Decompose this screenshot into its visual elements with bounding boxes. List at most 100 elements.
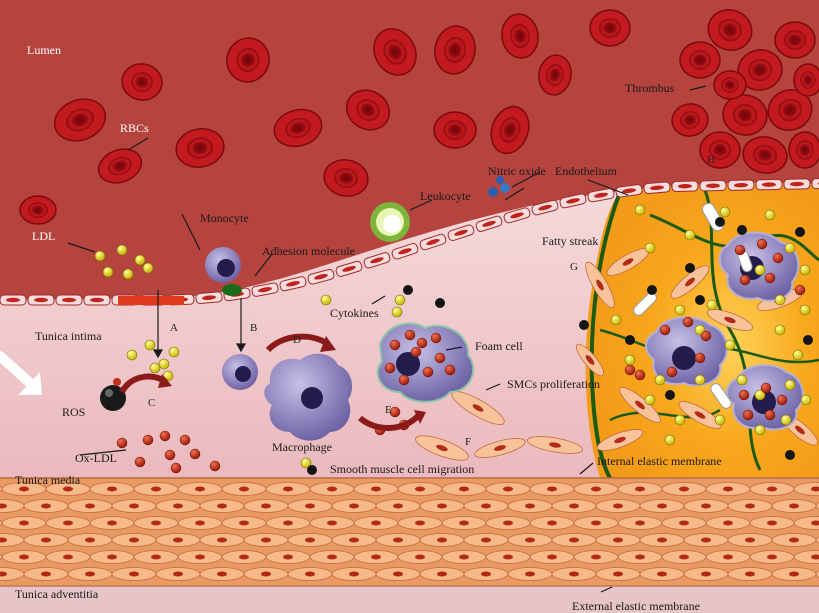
media-smc-nucleus [195,486,205,492]
ldl-particle [654,374,666,386]
smooth-muscle-cells-migrating [415,248,818,461]
endothelial-cell [419,233,447,251]
oxldl-particle [416,337,428,349]
media-smc-nucleus [723,554,733,560]
media-smc-nucleus [811,486,819,492]
label-cytokines: Cytokines [330,306,379,320]
smooth-muscle-cell [415,435,469,461]
oxldl-particle [659,324,671,336]
endothelial-cell [55,294,83,306]
media-smc-nucleus [173,537,183,543]
media-smc-nucleus [327,520,337,526]
media-smc-nucleus [239,486,249,492]
oxldl-particle [142,434,154,446]
media-smc-nucleus [371,554,381,560]
media-smc-nucleus [745,503,755,509]
endothelial-cell [811,177,819,190]
media-smc-nucleus [261,537,271,543]
endothelial-cell [363,252,391,269]
media-smc-nucleus [305,571,315,577]
red-blood-cell [373,28,417,76]
media-smc-nucleus [129,571,139,577]
media-smc-nucleus [525,503,535,509]
media-smc-nucleus [261,503,271,509]
smooth-muscle-cell [575,343,605,377]
ldl-particle [134,254,146,266]
red-blood-cell [226,37,270,83]
oxldl-particle [384,362,396,374]
media-smc-nucleus [305,537,315,543]
endothelial-cell [755,178,783,191]
ldl-particle [624,354,636,366]
oxldl-particle [794,284,806,296]
step-h: H [707,154,715,166]
ldl-particle [754,264,766,276]
ldl-particle [144,339,156,351]
ldl-particle [644,242,656,254]
media-smc [815,536,819,544]
smooth-muscle-cell [474,438,526,458]
label-smcs-proliferation: SMCs proliferation [507,377,600,391]
media-smc-nucleus [745,571,755,577]
media-smc-nucleus [19,486,29,492]
media-smc [793,516,819,530]
media-smc-nucleus [0,537,7,543]
red-blood-cell [679,41,721,79]
red-blood-cell [121,63,163,101]
media-smc-nucleus [393,537,403,543]
endothelial-cell [279,276,307,292]
activated-endothelium [118,296,184,305]
ldl-particle [724,339,736,351]
oxldl-particle [700,330,712,342]
step-b: B [250,322,258,334]
ldl-particle [122,268,134,280]
media-smc-nucleus [41,503,51,509]
media-smc-nucleus [591,486,601,492]
ldl-particle [754,389,766,401]
media-smc-nucleus [701,571,711,577]
endothelial-cell [335,260,363,277]
media-smc-nucleus [107,486,117,492]
media-smc-nucleus [679,520,689,526]
media-smc-nucleus [85,503,95,509]
ldl-particle [694,374,706,386]
media-smc-nucleus [19,554,29,560]
media-smc-nucleus [173,571,183,577]
media-smc-nucleus [239,520,249,526]
media-smc-nucleus [415,486,425,492]
ldl-particle [126,349,138,361]
oxldl-particle [134,456,146,468]
media-smc [815,570,819,578]
macrophage-cell [264,353,353,441]
ldl-particle [116,244,128,256]
media-smc-nucleus [217,537,227,543]
media-smc-nucleus [217,503,227,509]
oxldl-particle [694,352,706,364]
media-smc-nucleus [811,520,819,526]
red-blood-cell [589,9,631,47]
media-smc-nucleus [481,503,491,509]
media-smc-nucleus [591,554,601,560]
media-smc-nucleus [481,537,491,543]
media-smc-nucleus [393,571,403,577]
red-blood-cell [490,105,530,155]
media-smc-nucleus [789,537,799,543]
media-smc-nucleus [789,571,799,577]
label-leukocyte: Leukocyte [420,189,471,203]
media-smc-nucleus [151,520,161,526]
media-smc-nucleus [151,554,161,560]
label-adhesion-molecule: Adhesion molecule [262,244,355,258]
endothelial-cell [447,224,475,242]
media-smc-nucleus [63,554,73,560]
media-smc-nucleus [349,537,359,543]
step-g: G [570,261,578,273]
ldl-particle [664,434,676,446]
media-smc-nucleus [591,520,601,526]
red-blood-cell [774,21,816,59]
media-smc-nucleus [19,520,29,526]
media-smc-nucleus [349,571,359,577]
ldl-particle [784,379,796,391]
ldl-particle [142,262,154,274]
red-blood-cell [501,13,539,59]
